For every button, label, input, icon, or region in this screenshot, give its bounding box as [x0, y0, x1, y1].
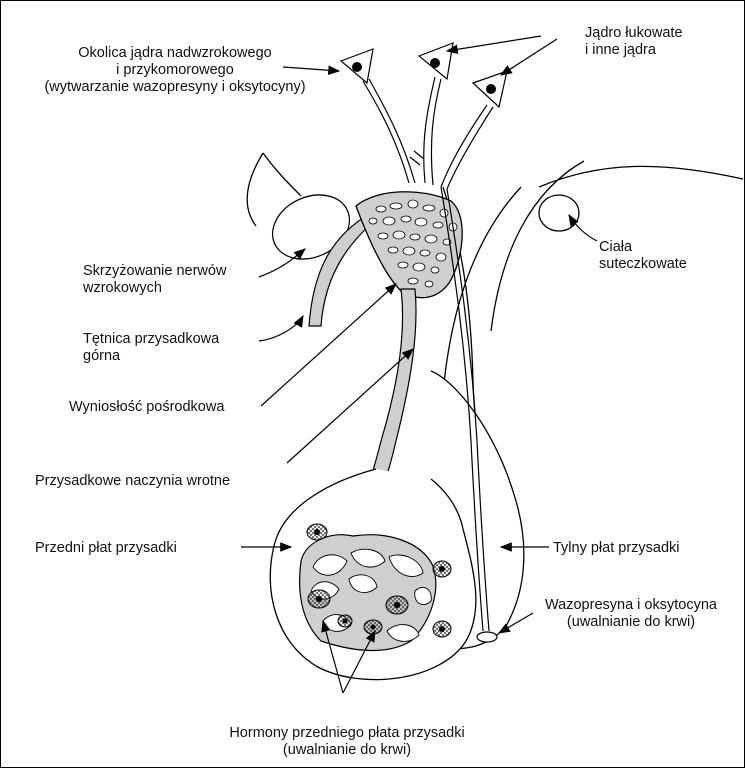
- optic-nerve-curve: [247, 153, 263, 226]
- label-vasopressin-release: Wazopresyna i oksytocyna (uwalnianie do …: [521, 597, 741, 631]
- label-line: Wyniosłość pośrodkowa: [69, 399, 224, 416]
- label-line: Wazopresyna i oksytocyna: [521, 597, 741, 614]
- label-median-eminence: Wyniosłość pośrodkowa: [69, 399, 224, 416]
- optic-nerve-curve-2: [263, 153, 301, 196]
- label-mammillary: Ciała suteczkowate: [599, 239, 687, 273]
- label-line: Jądro łukowate: [585, 25, 683, 42]
- label-line: Skrzyżowanie nerwów: [83, 263, 226, 280]
- label-anterior-hormones: Hormony przedniego płata przysadki (uwal…: [187, 725, 507, 759]
- label-line: (uwalnianie do krwi): [187, 742, 507, 759]
- leader-artery: [259, 316, 303, 341]
- label-arcuate: Jądro łukowate i inne jądra: [585, 25, 683, 59]
- label-anterior-lobe: Przedni płat przysadki: [35, 540, 177, 557]
- label-line: wzrokowych: [83, 280, 226, 297]
- label-line: Przysadkowe naczynia wrotne: [35, 473, 230, 490]
- label-line: suteczkowate: [599, 256, 687, 273]
- label-paraventricular: Okolica jądra nadwzrokowego i przykomoro…: [23, 45, 327, 96]
- label-line: i przykomorowego: [23, 62, 327, 79]
- label-line: i inne jądra: [585, 42, 683, 59]
- label-line: Hormony przedniego płata przysadki: [187, 725, 507, 742]
- brain-floor-curve-2: [491, 161, 584, 331]
- leader-arcuate-1: [447, 36, 541, 51]
- leader-median-eminence: [261, 284, 396, 406]
- label-line: Tylny płat przysadki: [553, 540, 680, 557]
- optic-chiasm: [262, 183, 360, 271]
- axon-break-mark: [410, 151, 424, 165]
- label-line: Przedni płat przysadki: [35, 540, 177, 557]
- label-line: (wytwarzanie wazopresyny i oksytocyny): [23, 79, 327, 96]
- label-artery: Tętnica przysadkowa górna: [83, 331, 219, 365]
- axon-terminal: [477, 632, 497, 642]
- neuron-paraventricular: [341, 49, 415, 183]
- mammillary-body: [539, 195, 579, 231]
- label-posterior-lobe: Tylny płat przysadki: [553, 540, 680, 557]
- label-line: Tętnica przysadkowa: [83, 331, 219, 348]
- leader-arcuate-2: [501, 39, 557, 75]
- label-line: (uwalnianie do krwi): [521, 614, 741, 631]
- neuron-arcuate-2: [441, 71, 507, 189]
- label-line: Okolica jądra nadwzrokowego: [23, 45, 327, 62]
- label-chiasm: Skrzyżowanie nerwów wzrokowych: [83, 263, 226, 297]
- label-line: Ciała: [599, 239, 687, 256]
- label-line: górna: [83, 348, 219, 365]
- neuron-arcuate-1: [419, 43, 453, 185]
- label-portal-vessels: Przysadkowe naczynia wrotne: [35, 473, 230, 490]
